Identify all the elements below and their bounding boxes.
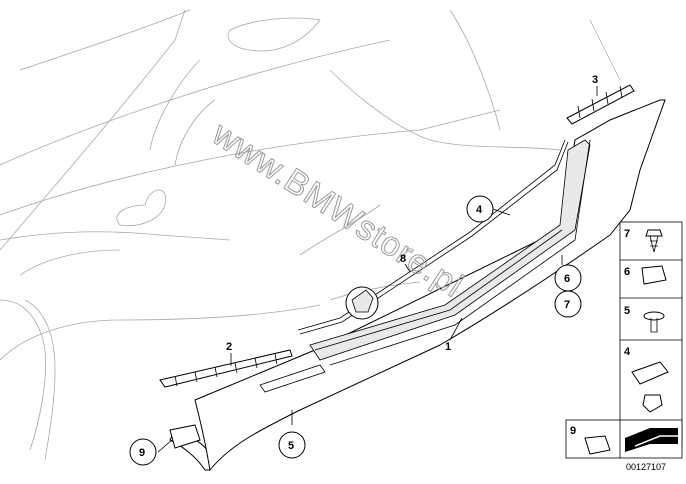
sill-end-piece [169, 364, 326, 449]
leader-lines [157, 86, 598, 453]
part-2-bracket [159, 349, 293, 388]
car-body-outline [0, 9, 621, 461]
clip-nut-icon [641, 265, 667, 285]
screw-icon [645, 229, 663, 237]
diagram-id: 00127107 [626, 462, 666, 472]
svg-text:6: 6 [624, 266, 630, 278]
svg-text:5: 5 [624, 305, 630, 317]
side-item-9: 9 [570, 425, 611, 455]
callout-label-1: 1 [445, 341, 451, 353]
svg-text:4: 4 [624, 346, 631, 358]
svg-text:7: 7 [624, 228, 630, 240]
side-item-7: 7 [624, 228, 663, 253]
callout-8: 8 [400, 253, 406, 265]
callout-9: 9 [129, 438, 157, 466]
side-item-5: 5 [624, 305, 665, 333]
callout-5: 5 [278, 431, 306, 459]
callout-label-7: 7 [564, 299, 570, 311]
callout-label-5: 5 [288, 440, 294, 452]
side-parts-panel: 7 6 5 4 9 00127107 [565, 221, 683, 472]
watermark-text: www.BMWstore.pl [205, 114, 470, 305]
callout-label-8: 8 [400, 253, 406, 265]
callout-6: 6 [554, 264, 582, 292]
callout-label-2: 2 [226, 341, 232, 353]
callout-7: 7 [554, 290, 582, 318]
callout-1: 1 [445, 341, 451, 353]
svg-text:9: 9 [570, 425, 576, 437]
rivet-icon [643, 311, 665, 321]
part-3-bracket [566, 84, 635, 125]
arrow-graphic [625, 428, 680, 452]
callout-label-4: 4 [476, 204, 483, 216]
clip-icon [584, 435, 611, 455]
part-1-side-sill [169, 99, 666, 472]
part-8-seal-strip [297, 139, 569, 335]
side-item-4: 4 [624, 346, 669, 413]
callout-3: 3 [592, 74, 598, 86]
callout-label-6: 6 [564, 273, 570, 285]
callout-2: 2 [226, 341, 232, 353]
callout-label-9: 9 [139, 447, 145, 459]
side-item-6: 6 [624, 265, 667, 285]
callout-label-3: 3 [592, 74, 598, 86]
callout-4: 4 [466, 195, 494, 223]
watermark: www.BMWstore.pl [204, 114, 470, 306]
bracket-clip-icon [631, 361, 669, 385]
